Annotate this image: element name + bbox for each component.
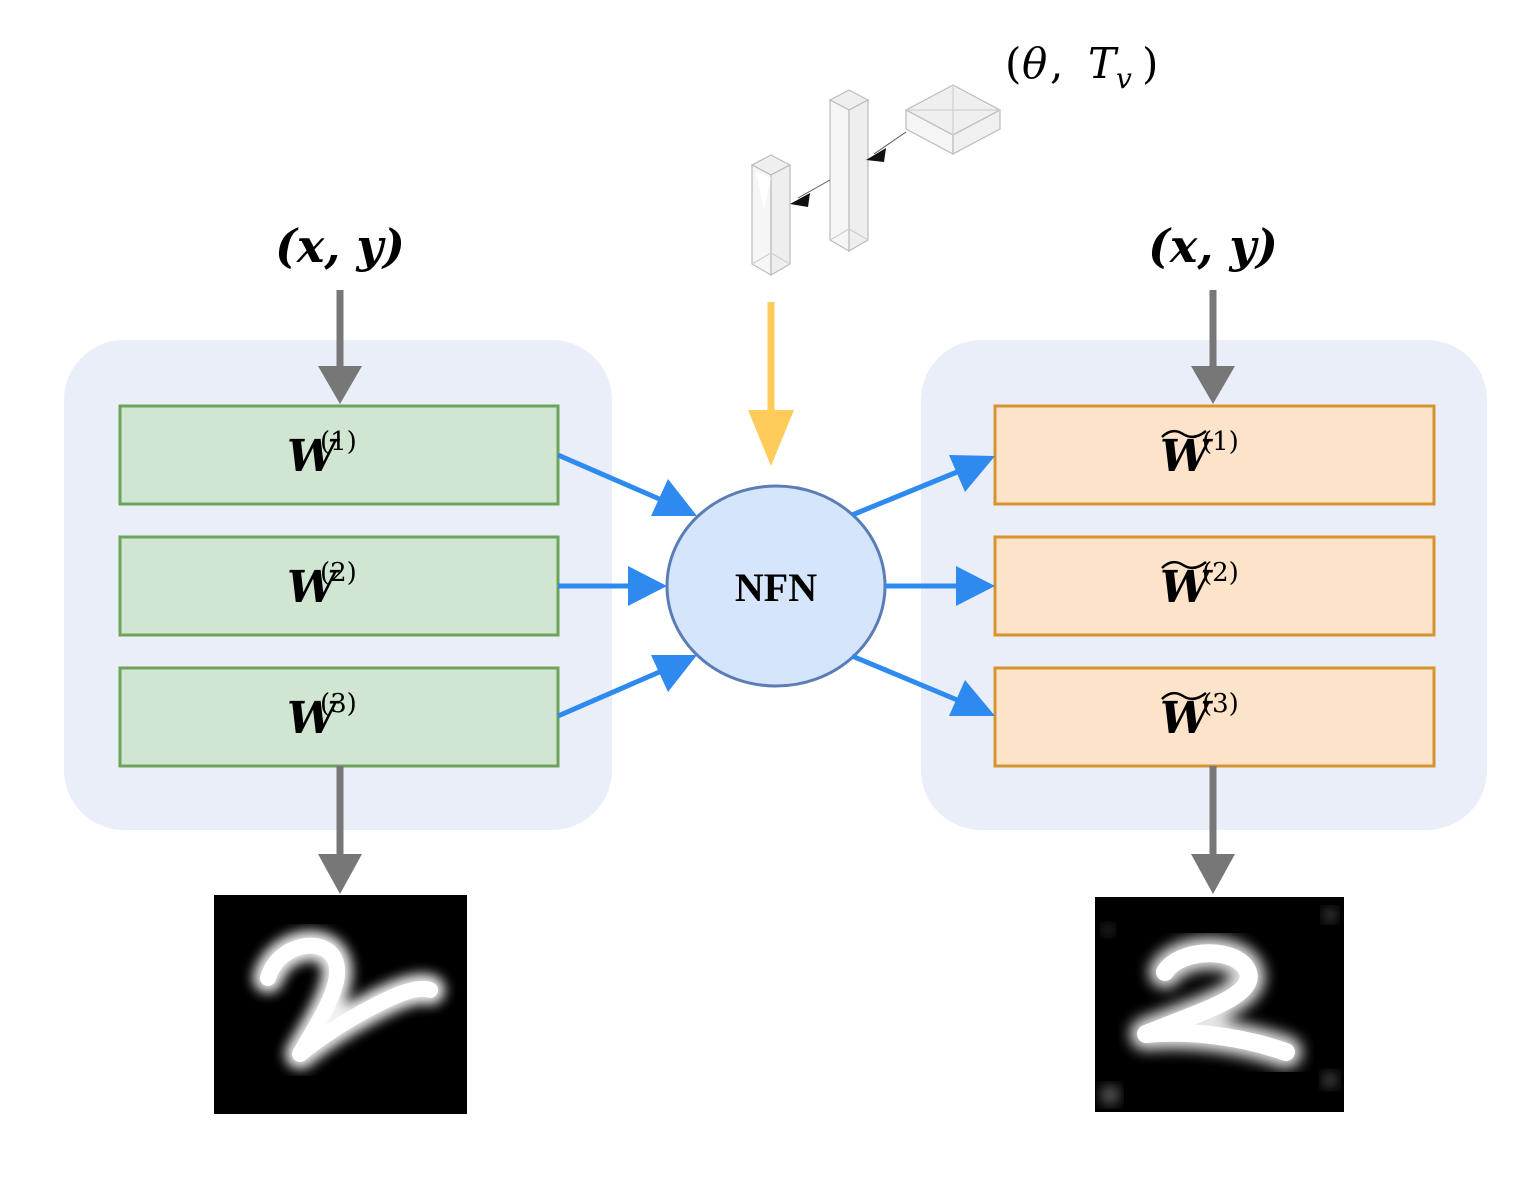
left-layer-1: W (1) — [118, 404, 560, 506]
left-input-arrow — [318, 290, 362, 404]
left-output-arrow — [318, 766, 362, 894]
left-layer-2: W (2) — [118, 535, 560, 637]
arrow-nfn-to-right-2 — [885, 566, 995, 606]
left-layer-1-symbol: W — [287, 431, 341, 482]
left-layer-1-sup: (1) — [320, 427, 357, 457]
right-layer-1-symbol: W — [1160, 431, 1214, 482]
right-input-label: (x, y) — [1148, 219, 1278, 273]
params-close: ) — [1142, 39, 1158, 88]
arrow-nfn-to-right-3 — [851, 653, 995, 716]
params-t: T — [1088, 39, 1119, 88]
params-open: ( — [1005, 39, 1021, 88]
params-label: ( θ , T v ) — [1005, 39, 1158, 95]
right-layer-2: W (2) — [993, 535, 1436, 637]
params-sep: , — [1050, 39, 1063, 88]
right-layer-2-symbol: W — [1160, 562, 1214, 613]
isometric-network-layers-icon — [750, 84, 1002, 277]
handwritten-digit-2-image — [214, 895, 467, 1114]
reconstructed-digit-2-image — [1095, 897, 1344, 1112]
right-layer-2-sup: (2) — [1202, 558, 1239, 588]
right-layer-3-symbol: W — [1160, 693, 1214, 744]
arrow-left-2-to-nfn — [558, 566, 667, 606]
yellow-arrow-params-to-nfn — [748, 302, 794, 466]
left-layer-3: W (3) — [118, 666, 560, 768]
right-layer-3: W (3) — [993, 666, 1436, 768]
left-layer-3-sup: (3) — [320, 689, 357, 719]
right-layer-1-tilde — [1161, 429, 1207, 439]
left-layer-3-symbol: W — [287, 693, 341, 744]
params-theta: θ — [1022, 39, 1047, 88]
right-output-arrow — [1191, 766, 1235, 894]
right-layer-3-sup: (3) — [1202, 689, 1239, 719]
arrow-left-1-to-nfn — [557, 452, 697, 516]
left-layer-2-symbol: W — [287, 562, 341, 613]
arrow-nfn-to-right-1 — [851, 455, 995, 518]
left-input-label: (x, y) — [275, 219, 405, 273]
right-layer-3-tilde — [1161, 691, 1207, 701]
arrow-left-3-to-nfn — [557, 655, 697, 719]
right-layer-1-sup: (1) — [1202, 427, 1239, 457]
left-layer-2-sup: (2) — [320, 558, 357, 588]
params-t-sub: v — [1116, 62, 1132, 95]
right-layer-2-tilde — [1161, 560, 1207, 570]
right-layer-1: W (1) — [993, 404, 1436, 506]
right-input-arrow — [1191, 290, 1235, 404]
nfn-node-label: NFN — [735, 565, 817, 610]
